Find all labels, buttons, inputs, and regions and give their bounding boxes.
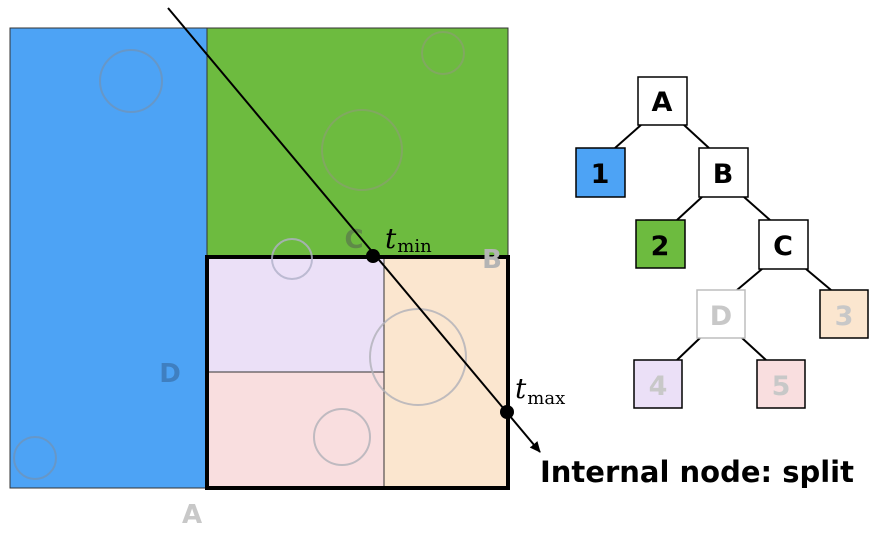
caption: Internal node: split xyxy=(540,455,854,489)
tree-leaf-5: 5 xyxy=(756,359,806,409)
primitive-circle xyxy=(313,408,371,466)
tree-leaf-2-label: 2 xyxy=(651,231,670,262)
bvh-tree: A 1 B 2 C D 3 4 xyxy=(575,76,869,409)
region-label-a: A xyxy=(182,500,202,530)
scene-partition: A B C D xyxy=(9,27,510,530)
primitive-circle xyxy=(13,436,57,480)
ray: tmin tmax xyxy=(167,7,565,453)
tree-node-c-label: C xyxy=(773,231,793,262)
region-3-peach xyxy=(383,256,509,489)
active-node-box xyxy=(205,255,510,490)
tree-node-b-label: B xyxy=(713,159,734,190)
t-min-label: tmin xyxy=(385,222,432,257)
tree-leaf-4-label: 4 xyxy=(649,371,668,402)
ray-line xyxy=(167,7,541,453)
region-4-lavender xyxy=(206,256,385,373)
tree-node-b: B xyxy=(698,147,749,198)
region-5-pink xyxy=(206,371,385,489)
tree-node-d: D xyxy=(696,289,746,339)
region-label-c: C xyxy=(344,225,363,255)
region-label-d: D xyxy=(159,359,181,389)
tree-node-a: A xyxy=(637,76,688,126)
primitive-circle xyxy=(271,238,313,280)
tree-leaf-5-label: 5 xyxy=(772,371,791,402)
tree-leaf-4: 4 xyxy=(633,359,683,409)
tree-node-d-label: D xyxy=(710,301,732,332)
primitive-circle xyxy=(321,109,403,191)
tree-leaf-3-label: 3 xyxy=(835,301,854,332)
primitive-circle xyxy=(421,31,465,75)
tree-leaf-3: 3 xyxy=(819,289,869,339)
tree-leaf-2: 2 xyxy=(635,219,686,269)
primitive-circle xyxy=(369,308,467,406)
tree-edges xyxy=(614,124,832,361)
tree-node-c: C xyxy=(758,219,809,270)
t-min-point xyxy=(366,249,380,263)
t-max-label: tmax xyxy=(515,372,565,409)
primitive-circle xyxy=(99,49,163,113)
tree-leaf-1: 1 xyxy=(575,147,626,198)
region-2-green xyxy=(206,27,509,258)
region-label-b: B xyxy=(482,245,502,275)
region-1-blue xyxy=(9,27,208,489)
t-max-point xyxy=(500,405,514,419)
tree-leaf-1-label: 1 xyxy=(591,159,610,190)
tree-node-a-label: A xyxy=(652,87,673,118)
